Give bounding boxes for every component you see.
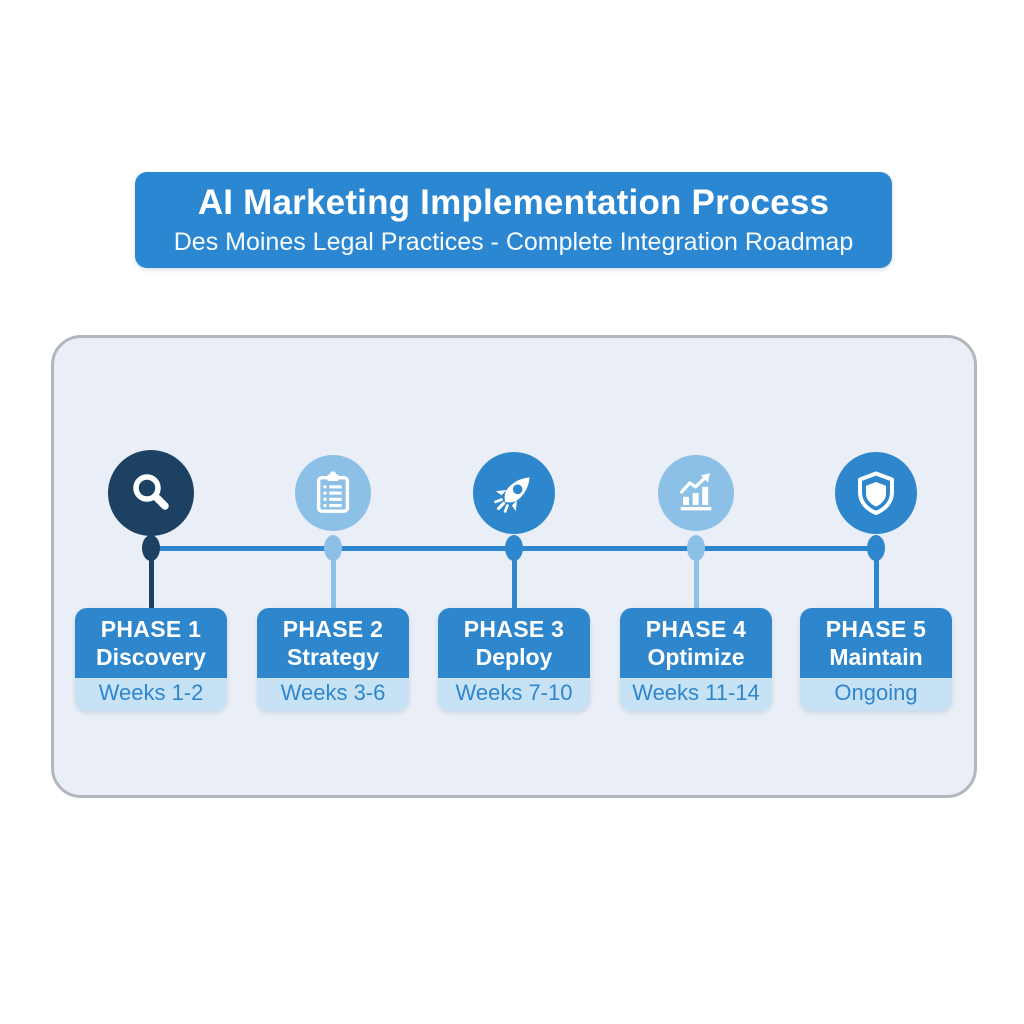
- phase2-icon-circle: [295, 455, 371, 531]
- connector-line-1: [149, 548, 154, 608]
- page-subtitle: Des Moines Legal Practices - Complete In…: [173, 228, 854, 257]
- phase-name: Optimize: [647, 644, 745, 670]
- rocket-icon: [489, 468, 539, 518]
- timeline-node-2: [324, 535, 342, 561]
- phase-duration: Weeks 11-14: [620, 678, 772, 711]
- phase-column-4: PHASE 4 Optimize Weeks 11-14: [605, 338, 787, 795]
- title-banner: AI Marketing Implementation Process Des …: [135, 172, 892, 268]
- phase-card-header: PHASE 3 Deploy: [438, 608, 590, 678]
- phase-column-1: PHASE 1 Discovery Weeks 1-2: [60, 338, 242, 795]
- timeline-panel: PHASE 1 Discovery Weeks 1-2: [51, 335, 977, 798]
- phase-name: Maintain: [829, 644, 923, 670]
- connector-line-5: [874, 548, 879, 608]
- phase-card-4: PHASE 4 Optimize Weeks 11-14: [620, 608, 772, 711]
- timeline-node-4: [687, 535, 705, 561]
- phase-card-1: PHASE 1 Discovery Weeks 1-2: [75, 608, 227, 711]
- phase-card-header: PHASE 4 Optimize: [620, 608, 772, 678]
- phase-label: PHASE 5: [825, 616, 927, 642]
- chart-icon: [673, 470, 719, 516]
- timeline-node-3: [505, 535, 523, 561]
- phase1-icon-circle: [108, 450, 194, 536]
- connector-line-2: [331, 548, 336, 608]
- phase-name: Discovery: [96, 644, 206, 670]
- phase-label: PHASE 1: [100, 616, 202, 642]
- phase-card-header: PHASE 1 Discovery: [75, 608, 227, 678]
- phase-card-header: PHASE 5 Maintain: [800, 608, 952, 678]
- phase-duration: Weeks 3-6: [257, 678, 409, 711]
- phase-column-3: PHASE 3 Deploy Weeks 7-10: [423, 338, 605, 795]
- phase-card-header: PHASE 2 Strategy: [257, 608, 409, 678]
- phase4-icon-circle: [658, 455, 734, 531]
- phase5-icon-circle: [835, 452, 917, 534]
- phase-column-2: PHASE 2 Strategy Weeks 3-6: [242, 338, 424, 795]
- phase-duration: Weeks 1-2: [75, 678, 227, 711]
- phase3-icon-circle: [473, 452, 555, 534]
- phase-card-5: PHASE 5 Maintain Ongoing: [800, 608, 952, 711]
- phase-name: Deploy: [475, 644, 553, 670]
- search-icon: [127, 469, 175, 517]
- phase-label: PHASE 2: [282, 616, 384, 642]
- phase-column-5: PHASE 5 Maintain Ongoing: [785, 338, 967, 795]
- phase-card-3: PHASE 3 Deploy Weeks 7-10: [438, 608, 590, 711]
- connector-line-3: [512, 548, 517, 608]
- page-title: AI Marketing Implementation Process: [197, 182, 830, 222]
- timeline-node-1: [142, 535, 160, 561]
- timeline-node-5: [867, 535, 885, 561]
- phase-label: PHASE 4: [645, 616, 747, 642]
- clipboard-icon: [310, 470, 356, 516]
- phase-name: Strategy: [286, 644, 380, 670]
- connector-line-4: [694, 548, 699, 608]
- phase-duration: Weeks 7-10: [438, 678, 590, 711]
- shield-icon: [852, 469, 900, 517]
- phase-card-2: PHASE 2 Strategy Weeks 3-6: [257, 608, 409, 711]
- phase-label: PHASE 3: [463, 616, 565, 642]
- phase-duration: Ongoing: [800, 678, 952, 711]
